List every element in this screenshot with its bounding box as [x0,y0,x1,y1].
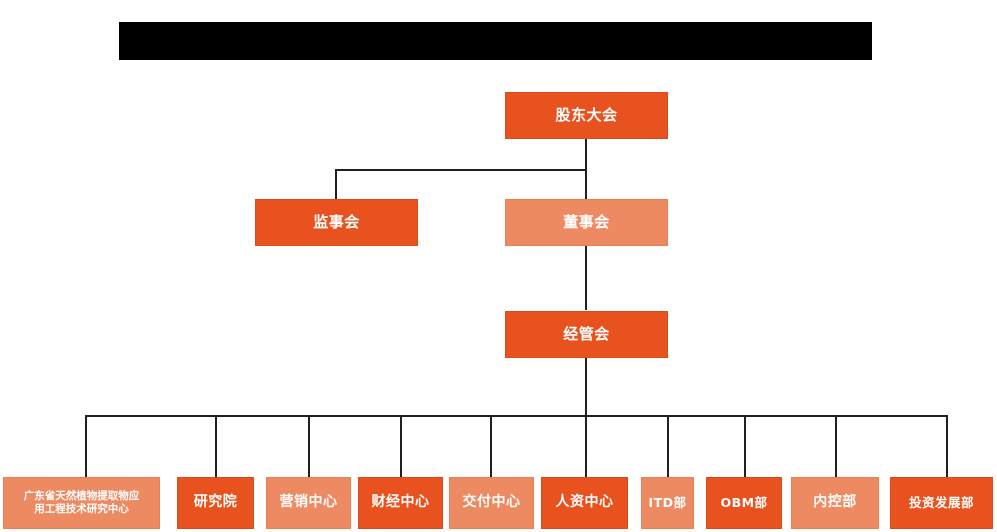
org-node-itd-dept[interactable]: ITD部 [641,477,694,529]
org-node-obm-dept[interactable]: OBM部 [706,477,782,529]
org-node-label: 股东大会 [555,106,618,125]
redacted-title-bar [119,22,872,60]
org-node-label: 人资中心 [555,494,614,511]
connector-to-research-institute [215,415,217,477]
connector-to-internal-control-dept [835,415,837,477]
connector-to-supervisors [335,169,337,200]
connector-directors-to-management [585,244,587,310]
connector-department-bus [85,415,947,417]
connector-to-itd-dept [667,415,669,477]
connector-to-delivery-center [490,415,492,477]
org-node-delivery-center[interactable]: 交付中心 [449,477,534,529]
org-node-label: 投资发展部 [908,495,974,511]
org-node-marketing-center[interactable]: 营销中心 [266,477,351,529]
org-node-management[interactable]: 经管会 [505,311,668,358]
connector-to-hr-center [585,415,587,477]
org-node-label: 监事会 [313,213,360,232]
org-node-research-center[interactable]: 广东省天然植物提取物应 用工程技术研究中心 [3,477,160,529]
connector-to-finance-center [400,415,402,477]
org-node-label: 内控部 [813,494,857,511]
connector-to-obm-dept [744,415,746,477]
org-node-label: 财经中心 [371,494,430,511]
org-node-shareholders[interactable]: 股东大会 [505,92,668,139]
connector-management-down [585,358,587,416]
connector-to-marketing-center [308,415,310,477]
org-node-research-institute[interactable]: 研究院 [177,477,254,529]
connector-shareholders-down [585,138,587,170]
org-node-label: OBM部 [720,495,768,511]
connector-shareholders-bus [335,169,587,171]
org-node-label: 董事会 [563,213,610,232]
org-node-label: 交付中心 [462,494,521,511]
connector-to-directors [585,169,587,200]
org-node-label: 广东省天然植物提取物应 用工程技术研究中心 [23,489,140,515]
org-node-supervisors[interactable]: 监事会 [255,199,418,246]
org-node-label: 营销中心 [279,494,338,511]
org-node-hr-center[interactable]: 人资中心 [541,477,628,529]
org-node-label: 研究院 [193,494,238,511]
org-node-internal-control-dept[interactable]: 内控部 [791,477,879,529]
org-node-finance-center[interactable]: 财经中心 [358,477,443,529]
connector-to-investment-dev-dept [946,415,948,477]
org-node-investment-dev-dept[interactable]: 投资发展部 [890,477,993,529]
org-node-label: 经管会 [563,325,610,344]
org-node-label: ITD部 [648,495,687,511]
org-node-directors[interactable]: 董事会 [505,199,668,246]
connector-to-research-center [85,415,87,477]
